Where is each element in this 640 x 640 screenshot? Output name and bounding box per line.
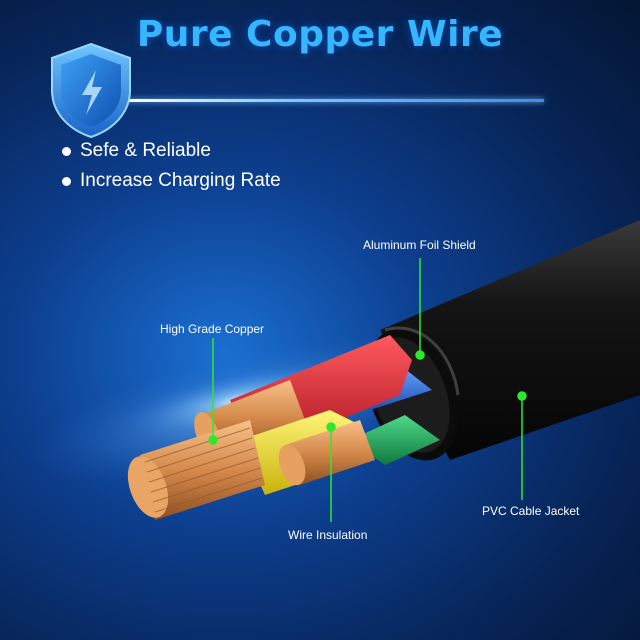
feature-label: Increase Charging Rate [80, 170, 281, 191]
callout-dot-aluminum [415, 350, 425, 360]
feature-item: Increase Charging Rate [62, 166, 281, 196]
title-divider [122, 99, 544, 102]
callout-dot-copper [208, 435, 218, 445]
callout-dot-insulation [326, 422, 336, 432]
page-title: Pure Copper Wire [136, 14, 504, 55]
callout-high-grade-copper: High Grade Copper [160, 322, 265, 336]
callout-wire-insulation: Wire Insulation [288, 528, 368, 542]
callout-dot-jacket [517, 391, 527, 401]
bullet-icon [62, 146, 71, 156]
callout-pvc-cable-jacket: PVC Cable Jacket [482, 504, 580, 518]
feature-list: Sefe & Reliable Increase Charging Rate [62, 136, 281, 196]
feature-item: Sefe & Reliable [62, 136, 281, 166]
feature-label: Sefe & Reliable [80, 140, 211, 161]
callout-aluminum-foil-shield: Aluminum Foil Shield [363, 238, 476, 252]
shield-lightning-icon [51, 42, 131, 139]
bullet-icon [62, 176, 71, 186]
